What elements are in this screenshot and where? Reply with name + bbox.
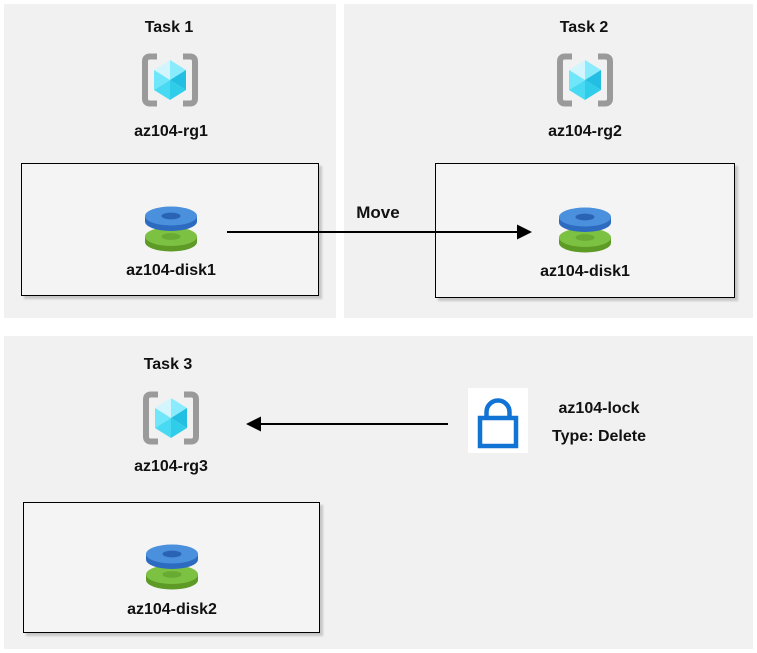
task1-title: Task 1 [144, 19, 194, 36]
lock-type: Type: Delete [552, 428, 646, 445]
resource-group-label: az104-rg1 [134, 123, 208, 140]
lock-icon-background [468, 388, 528, 453]
resource-group-icon [143, 391, 199, 445]
disk-box-task1 [21, 163, 319, 296]
lock-name: az104-lock [558, 400, 640, 417]
disk-icon [144, 541, 200, 593]
disk-icon [557, 204, 613, 256]
lock-label-block: az104-lock Type: Delete [518, 395, 680, 451]
disk-label: az104-disk1 [126, 262, 216, 279]
disk-label: az104-disk2 [127, 601, 217, 618]
disk-icon [143, 203, 199, 255]
resource-group-icon [142, 53, 198, 107]
disk-label: az104-disk1 [540, 263, 630, 280]
lock-icon [477, 398, 519, 449]
resource-group-icon [557, 53, 613, 107]
task3-title: Task 3 [143, 356, 193, 373]
resource-group-label: az104-rg3 [134, 458, 208, 475]
resource-group-label: az104-rg2 [548, 123, 622, 140]
task2-title: Task 2 [559, 19, 609, 36]
move-arrow-label: Move [356, 203, 400, 222]
